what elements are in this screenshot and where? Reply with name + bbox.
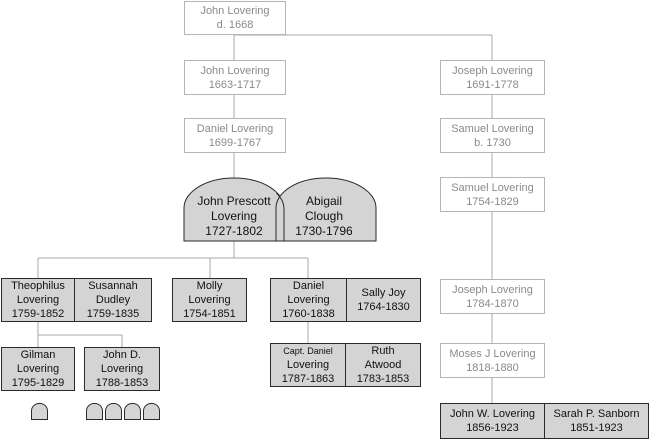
person-name: Abigail (305, 193, 343, 208)
person-samuel-lovering-1730[interactable]: Samuel Lovering b. 1730 (440, 118, 545, 153)
person-name: Ruth (371, 345, 395, 357)
person-name: Lovering (100, 363, 144, 375)
person-moses-j-lovering[interactable]: Moses J Lovering 1818-1880 (440, 343, 545, 378)
person-theophilus-lovering[interactable]: Theophilus Lovering 1759-1852 (1, 278, 75, 322)
person-dates: 1795-1829 (11, 377, 65, 389)
person-name: Lovering (286, 359, 330, 371)
gravestone-icon (31, 403, 48, 420)
gravestone-icon (143, 403, 160, 420)
person-dates: 1784-1870 (466, 297, 519, 310)
person-name: Lovering (16, 294, 60, 306)
person-dates: 1856-1923 (466, 422, 519, 434)
person-dates: 1783-1853 (356, 373, 410, 385)
person-dates: 1851-1923 (570, 422, 623, 434)
person-dates: 1788-1853 (95, 377, 149, 389)
person-name: Moses J Lovering (449, 347, 536, 360)
person-ruth-atwood[interactable]: Ruth Atwood 1783-1853 (346, 343, 421, 387)
person-name: Susannah (88, 280, 138, 292)
person-dates: 1759-1852 (11, 308, 65, 320)
person-gilman-lovering[interactable]: Gilman Lovering 1795-1829 (1, 347, 75, 391)
person-name: Sarah P. Sanborn (553, 408, 640, 420)
person-name: Daniel (292, 280, 325, 292)
person-name: John W. Lovering (450, 408, 535, 420)
person-dates: 1754-1829 (466, 195, 519, 208)
person-dates: 1818-1880 (466, 361, 519, 374)
person-abigail-clough[interactable]: Abigail Clough 1730-1796 (286, 192, 362, 240)
person-susannah-dudley[interactable]: Susannah Dudley 1759-1835 (75, 278, 152, 322)
person-dates: 1754-1851 (183, 308, 236, 320)
person-dates: d. 1668 (216, 19, 254, 31)
person-john-w-lovering[interactable]: John W. Lovering 1856-1923 (440, 403, 545, 439)
person-name: Molly (196, 280, 223, 292)
person-joseph-lovering-1691[interactable]: Joseph Lovering 1691-1778 (440, 60, 545, 95)
person-name: Dudley (95, 294, 131, 306)
couple-overlap-outline (276, 192, 285, 241)
person-name: John Lovering (200, 64, 270, 77)
person-john-prescott-lovering[interactable]: John Prescott Lovering 1727-1802 (184, 192, 284, 240)
person-samuel-lovering-1754[interactable]: Samuel Lovering 1754-1829 (440, 177, 545, 212)
person-name: Clough (304, 208, 344, 223)
person-name: John D. (103, 349, 141, 361)
person-john-d-lovering[interactable]: John D. Lovering 1788-1853 (84, 347, 160, 391)
person-name: Sally Joy (361, 287, 406, 299)
person-name: John Prescott (197, 193, 271, 208)
person-name: Joseph Lovering (452, 64, 533, 77)
person-dates: 1699-1767 (208, 136, 262, 149)
person-dates: 1787-1863 (281, 373, 335, 385)
person-name: Capt. Daniel (283, 346, 333, 356)
person-name: Gilman (20, 349, 56, 361)
person-molly-lovering[interactable]: Molly Lovering 1754-1851 (172, 278, 247, 322)
person-name: Lovering (287, 294, 330, 306)
person-name: Lovering (188, 294, 231, 306)
person-dates: 1663-1717 (208, 78, 262, 91)
person-daniel-lovering-1760[interactable]: Daniel Lovering 1760-1838 (270, 278, 347, 322)
person-dates: 1760-1838 (282, 308, 335, 320)
person-name: John Lovering (200, 5, 270, 17)
person-dates: b. 1730 (474, 136, 511, 149)
person-capt-daniel-lovering[interactable]: Capt. Daniel Lovering 1787-1863 (270, 343, 346, 387)
person-john-lovering-d1668[interactable]: John Lovering d. 1668 (184, 1, 286, 35)
person-dates: 1727-1802 (205, 223, 263, 238)
gravestone-icon (86, 403, 103, 420)
gravestone-icon (124, 403, 141, 420)
person-john-lovering-1663[interactable]: John Lovering 1663-1717 (184, 60, 286, 95)
person-name: Atwood (364, 359, 402, 371)
person-daniel-lovering-1699[interactable]: Daniel Lovering 1699-1767 (184, 118, 286, 153)
person-joseph-lovering-1784[interactable]: Joseph Lovering 1784-1870 (440, 279, 545, 314)
person-dates: 1759-1835 (86, 308, 140, 320)
gravestone-icon (105, 403, 122, 420)
person-name: Samuel Lovering (451, 122, 534, 135)
person-name: Joseph Lovering (452, 283, 533, 296)
person-dates: 1691-1778 (466, 78, 519, 91)
person-name: Lovering (16, 363, 60, 375)
person-sarah-p-sanborn[interactable]: Sarah P. Sanborn 1851-1923 (545, 403, 649, 439)
person-name: Lovering (210, 208, 258, 223)
person-name: Theophilus (11, 280, 65, 292)
person-dates: 1764-1830 (357, 301, 410, 313)
person-sally-joy[interactable]: Sally Joy 1764-1830 (347, 278, 421, 322)
person-name: Samuel Lovering (451, 181, 534, 194)
person-dates: 1730-1796 (295, 223, 353, 238)
person-name: Daniel Lovering (196, 122, 274, 135)
